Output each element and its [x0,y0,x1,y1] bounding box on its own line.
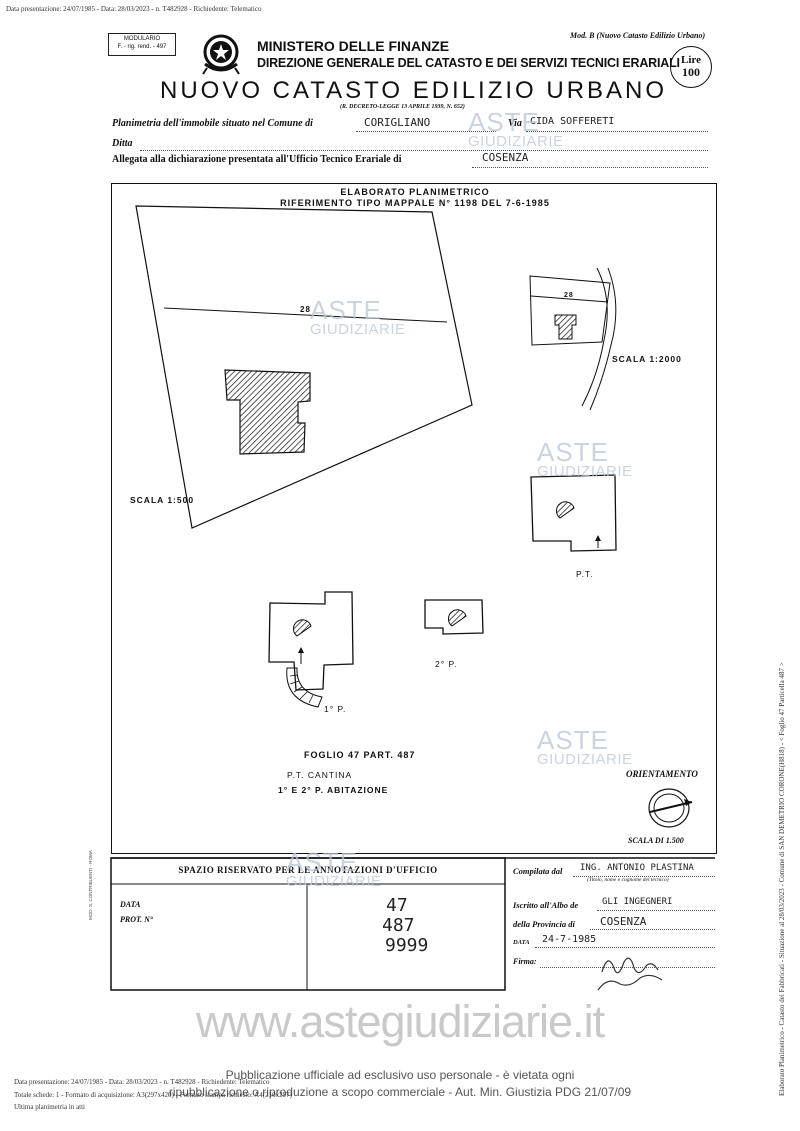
parcel-main-number: 28 [300,305,311,314]
scala-500-label: SCALA 1:500 [130,495,195,505]
drawing-frame [111,183,717,854]
side-vertical-text: Elaborato Planimetrico - Catasto dei Fab… [778,662,786,1096]
compilata-value: ING. ANTONIO PLASTINA [580,863,694,873]
firma-label: Firma: [513,957,537,966]
planimetria-label: Planimetria dell'immobile situato nel Co… [112,118,313,129]
footer-line1: Data presentazione: 24/07/1985 - Data: 2… [14,1078,270,1086]
firma-line [540,967,715,968]
modulario-box: MODULARIO F. - rig. rend. - 497 [108,33,176,56]
ditta-label: Ditta [112,138,133,149]
plan-2p [424,599,484,635]
pt-label: P.T. [576,569,594,579]
abitazione-label: 1° E 2° P. ABITAZIONE [278,785,389,795]
iscritto-line [597,910,715,911]
via-label: Via [508,118,522,129]
provincia-value: COSENZA [600,915,647,928]
document-title: NUOVO CATASTO EDILIZIO URBANO [160,77,668,104]
office-prot-label: PROT. N° [120,915,154,924]
main-parcel [135,205,473,529]
mod-b-label: Mod. B (Nuovo Catasto Edilizio Urbano) [570,31,706,40]
notice-line2: ripubblicazione o riproduzione a scopo c… [168,1085,632,1099]
compilata-label: Compilata dal [513,866,563,876]
office-heading: SPAZIO RISERVATO PER LE ANNOTAZIONI D'UF… [178,865,438,875]
plan-1p [268,591,354,708]
via-line [526,131,708,132]
orientamento-label: ORIENTAMENTO [626,769,698,779]
via-value: CIDA SOFFERETI [530,116,615,127]
second-floor-label: 2° P. [435,659,458,669]
data2-line [535,947,715,948]
iscritto-value: GLI INGEGNERI [602,897,673,907]
scala-2000-label: SCALA 1:2000 [612,354,682,364]
drawing-heading2: RIFERIMENTO TIPO MAPPALE N° 1198 DEL 7-6… [280,198,550,208]
compilata-note: (Titolo, nome e cognome del tecnico) [587,877,669,883]
provincia-label: della Provincia di [513,919,575,929]
data2-value: 24-7-1985 [542,934,597,945]
provincia-line [590,929,715,930]
lire-stamp: Lire 100 [670,46,712,88]
ministry-line2: DIREZIONE GENERALE DEL CATASTO E DEI SER… [257,56,680,70]
foglio-label: FOGLIO 47 PART. 487 [304,750,416,760]
signature-scribble [597,957,663,991]
republic-emblem-icon [197,30,245,78]
lire-amount: 100 [682,65,700,79]
comune-value: CORIGLIANO [364,116,431,129]
pt-cantina-label: P.T. CANTINA [287,770,353,780]
modulario-line2: F. - rig. rend. - 497 [117,44,167,50]
iscritto-label: Iscritto all'Albo de [513,900,579,910]
comune-line [356,131,496,132]
ufficio-line [472,167,708,168]
header-top-text: Data presentazione: 24/07/1985 - Data: 2… [6,5,262,13]
footer-line2: Totale schede: 1 - Formato di acquisizio… [14,1091,292,1099]
first-floor-label: 1° P. [324,704,347,714]
office-num3: 9999 [385,935,429,956]
ditta-line [140,150,708,151]
ufficio-value: COSENZA [482,151,529,164]
compilata-line [573,876,715,877]
compass-icon [648,788,693,828]
office-section-lines [110,857,715,991]
small-parcel [529,267,617,411]
scala-di-label: SCALA DI 1.500 [628,836,684,845]
watermark-url: www.astegiudiziarie.it [195,996,605,1047]
footer-line3: Ultima planimetria in atti [14,1103,85,1111]
decree-text: (R. DECRETO-LEGGE 13 APRILE 1939, N. 652… [340,104,465,110]
ministry-line1: MINISTERO DELLE FINANZE [257,38,450,54]
office-num2: 487 [382,915,415,936]
drawing-heading1: ELABORATO PLANIMETRICO [340,187,490,197]
main-building [224,369,311,455]
printer-side-text: MOD. S. CONTRIBUENTI - ROMA [88,850,93,920]
office-data-label: DATA [120,900,141,909]
modulario-line1: MODULARIO [123,36,161,42]
data2-label: DATA [513,939,530,946]
plan-pt [530,474,617,552]
lire-word: Lire [681,54,701,66]
allegata-label: Allegata alla dichiarazione presentata a… [112,154,402,165]
notice-line1: Pubblicazione ufficiale ad esclusivo uso… [225,1068,575,1082]
small-building [554,314,577,340]
parcel-small-number: 28 [564,292,574,299]
office-num1: 47 [386,895,408,916]
